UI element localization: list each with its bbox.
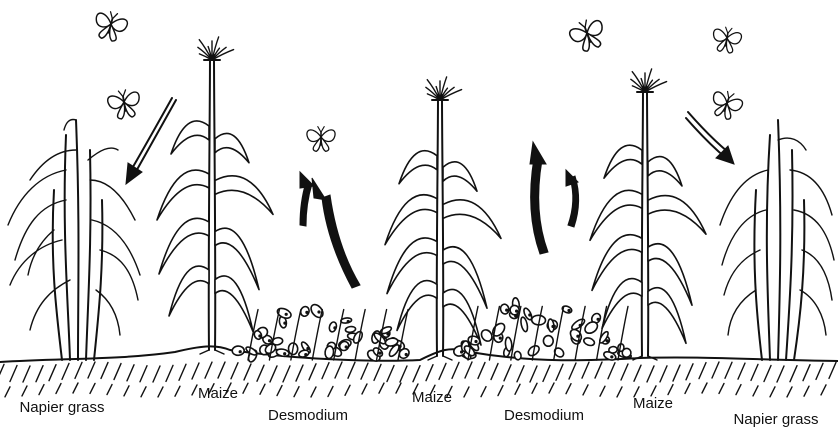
label-desmodium-left: Desmodium (268, 408, 348, 423)
moth-icon (91, 9, 129, 44)
maize-plant-left (157, 37, 273, 354)
label-maize-right: Maize (633, 396, 673, 411)
moth-icon (711, 25, 743, 54)
label-maize-left: Maize (198, 386, 238, 401)
napier-grass-right (720, 120, 834, 360)
moth-icon (567, 16, 609, 55)
desmodium-clump-right (452, 297, 632, 361)
label-napier-grass-right: Napier grass (733, 412, 818, 427)
moth-icon (106, 88, 142, 121)
label-maize-center: Maize (412, 390, 452, 405)
maize-plant-center (385, 77, 501, 360)
label-desmodium-right: Desmodium (504, 408, 584, 423)
moth-icon (307, 127, 335, 152)
napier-grass-left (8, 119, 140, 360)
arrow-push-up-left (300, 172, 360, 288)
moth-icon (708, 87, 745, 122)
label-napier-grass-left: Napier grass (19, 400, 104, 415)
arrow-push-up-right (530, 142, 579, 254)
